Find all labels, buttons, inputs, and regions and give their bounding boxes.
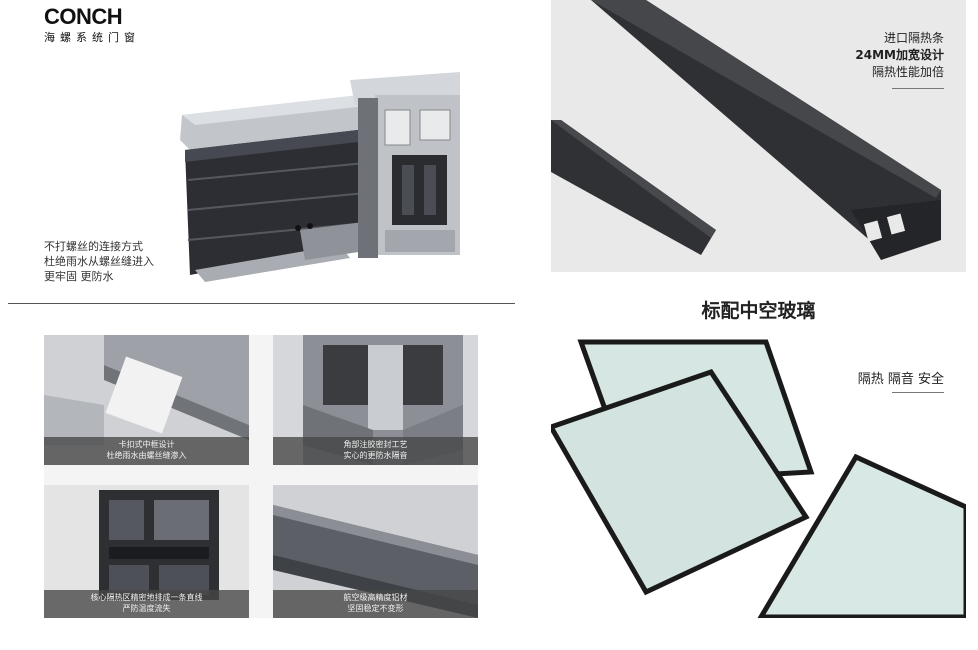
caption-line: 更牢固 更防水: [44, 270, 114, 283]
insulation-strip-panel: 进口隔热条 24MM加宽设计 隔热性能加倍: [551, 0, 966, 272]
grid-caption-line: 核心隔热区精密地排成一条直线: [90, 593, 203, 602]
strip-line: 24MM加宽设计: [855, 48, 944, 62]
glass-features: 隔热 隔音 安全: [857, 372, 944, 387]
glass-underline: [892, 392, 944, 393]
frame-clip-image: [44, 335, 249, 445]
corner-seal-image: [303, 335, 463, 465]
section-divider: [8, 303, 515, 304]
strip-line: 隔热性能加倍: [871, 65, 944, 79]
thermal-section-image: [99, 490, 219, 600]
strip-line: 进口隔热条: [883, 31, 944, 45]
grid-cell-aluminum: 航空级高精度铝材 坚固稳定不变形: [273, 485, 478, 618]
brand-logo: CONCH 海螺系统门窗: [44, 6, 140, 45]
grid-caption: 角部注胶密封工艺 实心的更防水隔音: [273, 437, 478, 465]
grid-caption-line: 严防温度流失: [122, 604, 171, 613]
grid-caption-line: 卡扣式中框设计: [118, 440, 175, 449]
profile-caption: 不打螺丝的连接方式 杜绝雨水从螺丝缝进入 更牢固 更防水: [44, 239, 154, 284]
glass-heading: 标配中空玻璃: [701, 300, 816, 322]
grid-cell-corner: 角部注胶密封工艺 实心的更防水隔音: [273, 335, 478, 465]
grid-cell-frame: 卡扣式中框设计 杜绝雨水由螺丝缝渗入: [44, 335, 249, 465]
grid-caption: 航空级高精度铝材 坚固稳定不变形: [273, 590, 478, 618]
caption-line: 杜绝雨水从螺丝缝进入: [44, 255, 154, 268]
grid-caption-line: 坚固稳定不变形: [347, 604, 404, 613]
grid-caption-line: 角部注胶密封工艺: [343, 440, 408, 449]
hollow-glass-image: [551, 339, 966, 618]
grid-caption-line: 杜绝雨水由螺丝缝渗入: [106, 451, 187, 460]
grid-caption-line: 实心的更防水隔音: [343, 451, 408, 460]
logo-wordmark: CONCH: [44, 4, 123, 29]
hollow-glass-panel: 隔热 隔音 安全: [551, 332, 966, 618]
logo-subtitle: 海螺系统门窗: [44, 31, 140, 44]
aluminum-profile-image: [180, 72, 460, 282]
strip-feature-text: 进口隔热条 24MM加宽设计 隔热性能加倍: [855, 30, 944, 81]
strip-underline: [892, 88, 944, 89]
grid-cell-thermal: 核心隔热区精密地排成一条直线 严防温度流失: [44, 485, 249, 618]
caption-line: 不打螺丝的连接方式: [44, 240, 143, 253]
insulation-strip-image: [551, 0, 941, 260]
grid-caption: 核心隔热区精密地排成一条直线 严防温度流失: [44, 590, 249, 618]
feature-grid: 卡扣式中框设计 杜绝雨水由螺丝缝渗入 角部注胶密封工艺 实心的更防水隔音 核心隔…: [44, 335, 478, 618]
grid-caption: 卡扣式中框设计 杜绝雨水由螺丝缝渗入: [44, 437, 249, 465]
grid-caption-line: 航空级高精度铝材: [343, 593, 408, 602]
